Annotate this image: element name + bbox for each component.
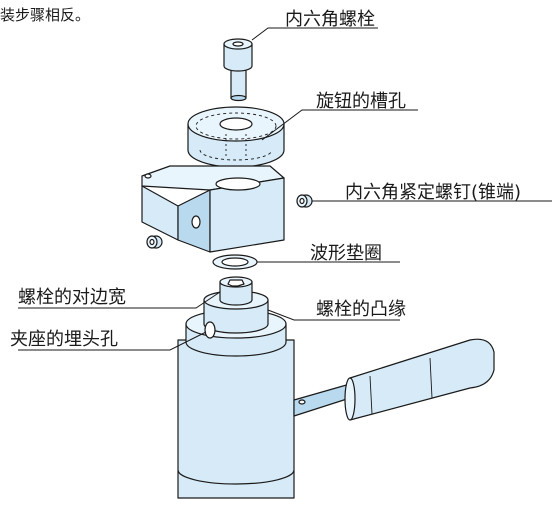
handle xyxy=(293,338,495,421)
label-socket-head-bolt: 内六角螺栓 xyxy=(285,9,375,30)
label-clamp-counterbore: 夹座的埋头孔 xyxy=(10,329,118,350)
label-knob-slot: 旋钮的槽孔 xyxy=(316,91,406,112)
label-set-screw: 内六角紧定螺钉(锥端) xyxy=(345,182,522,203)
small-set-screw xyxy=(146,235,163,249)
label-bolt-flange: 螺栓的凸缘 xyxy=(316,299,406,320)
set-screw xyxy=(296,194,313,208)
leader-knob-slot xyxy=(261,109,418,141)
wave-washer xyxy=(212,254,258,270)
clamp-base-body xyxy=(177,276,295,499)
leader-bolt-flange xyxy=(267,309,400,321)
label-wave-washer: 波形垫圈 xyxy=(310,243,382,264)
leader-socket-head-bolt xyxy=(251,27,378,41)
top-text: 装步骤相反。 xyxy=(0,6,91,24)
label-bolt-across-flats: 螺栓的对边宽 xyxy=(18,287,126,308)
leader-bolt-across-flats xyxy=(18,291,221,309)
socket-head-bolt xyxy=(223,38,253,102)
clamp-block xyxy=(141,165,285,253)
knob xyxy=(187,106,285,168)
leader-clamp-counterbore xyxy=(18,331,207,351)
